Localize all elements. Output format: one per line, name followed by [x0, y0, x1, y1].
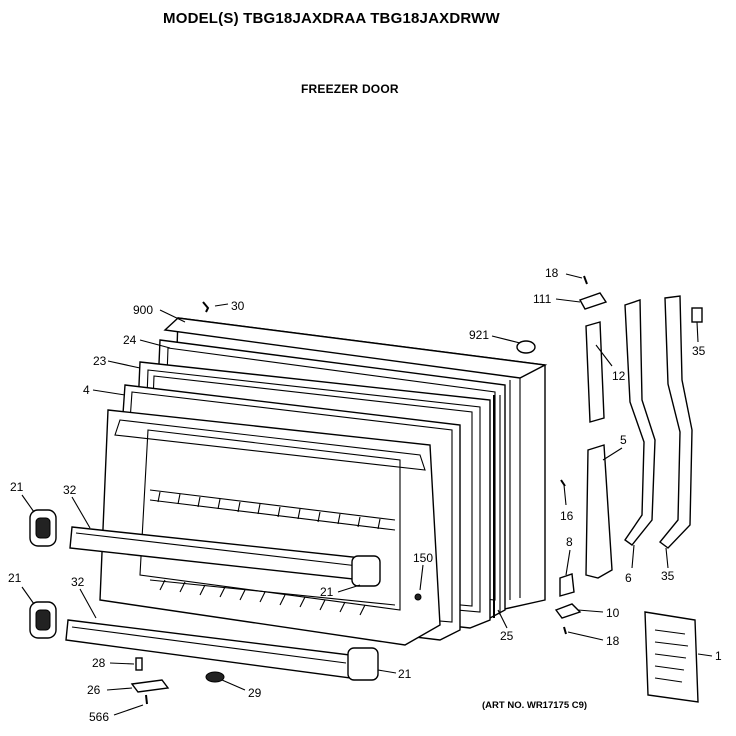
- callout-8: 8: [566, 535, 573, 549]
- screw-30: [202, 301, 210, 313]
- hinge-cap-111: [578, 292, 608, 310]
- screw-566: [145, 694, 148, 705]
- callout-32-lower: 32: [71, 575, 85, 589]
- art-number: (ART NO. WR17175 C9): [482, 700, 588, 711]
- callout-32-upper: 32: [63, 483, 77, 497]
- hinge-bracket-5: [585, 444, 613, 579]
- gasket-strip: [493, 395, 501, 618]
- end-cap-left-lower: [29, 601, 57, 639]
- callout-30: 30: [231, 299, 245, 313]
- callout-1: 1: [715, 649, 722, 663]
- model-title: MODEL(S) TBG18JAXDRAA TBG18JAXDRWW: [163, 10, 500, 27]
- callout-5: 5: [620, 433, 627, 447]
- callout-23: 23: [93, 354, 107, 368]
- foot-29: [205, 671, 225, 683]
- callout-566: 566: [89, 710, 109, 724]
- hinge-bar-12: [585, 321, 605, 423]
- pin-28: [135, 657, 143, 671]
- callout-4: 4: [83, 383, 90, 397]
- callout-111: 111: [533, 292, 552, 306]
- hinge-10: [554, 603, 582, 619]
- handle-strap-35: [658, 295, 693, 549]
- clip-35: [691, 307, 703, 323]
- plug-921: [516, 340, 536, 354]
- screw-18-top: [583, 275, 588, 285]
- callout-900: 900: [133, 303, 153, 317]
- section-title: FREEZER DOOR: [301, 82, 399, 96]
- inner-shelf-liner: [99, 409, 441, 646]
- handle-strap-6: [624, 299, 656, 546]
- end-cap-right-lower: [347, 647, 379, 681]
- callout-28: 28: [92, 656, 106, 670]
- callout-21-left-lower: 21: [8, 571, 22, 585]
- bracket-26: [130, 679, 170, 693]
- callout-25: 25: [500, 629, 514, 643]
- callout-10: 10: [606, 606, 620, 620]
- callout-24: 24: [123, 333, 137, 347]
- callout-21-center: 21: [320, 585, 334, 599]
- screw-18-bottom: [563, 626, 567, 635]
- callout-16: 16: [560, 509, 574, 523]
- callout-35-top: 35: [692, 344, 706, 358]
- end-cap-left-upper: [29, 509, 57, 547]
- hinge-8: [559, 573, 575, 597]
- screw-150: [414, 593, 422, 601]
- callout-21-left-upper: 21: [10, 480, 24, 494]
- callout-18-top: 18: [545, 266, 559, 280]
- callout-26: 26: [87, 683, 101, 697]
- callout-12: 12: [612, 369, 626, 383]
- callout-921: 921: [469, 328, 489, 342]
- callout-6: 6: [625, 571, 632, 585]
- owners-manual: [644, 611, 699, 703]
- callout-150: 150: [413, 551, 433, 565]
- callout-35-bottom: 35: [661, 569, 675, 583]
- callout-21-right-lower: 21: [398, 667, 412, 681]
- callout-29: 29: [248, 686, 262, 700]
- end-cap-right-upper: [351, 555, 381, 587]
- callout-18-bottom: 18: [606, 634, 620, 648]
- leader-lines: [21, 273, 713, 716]
